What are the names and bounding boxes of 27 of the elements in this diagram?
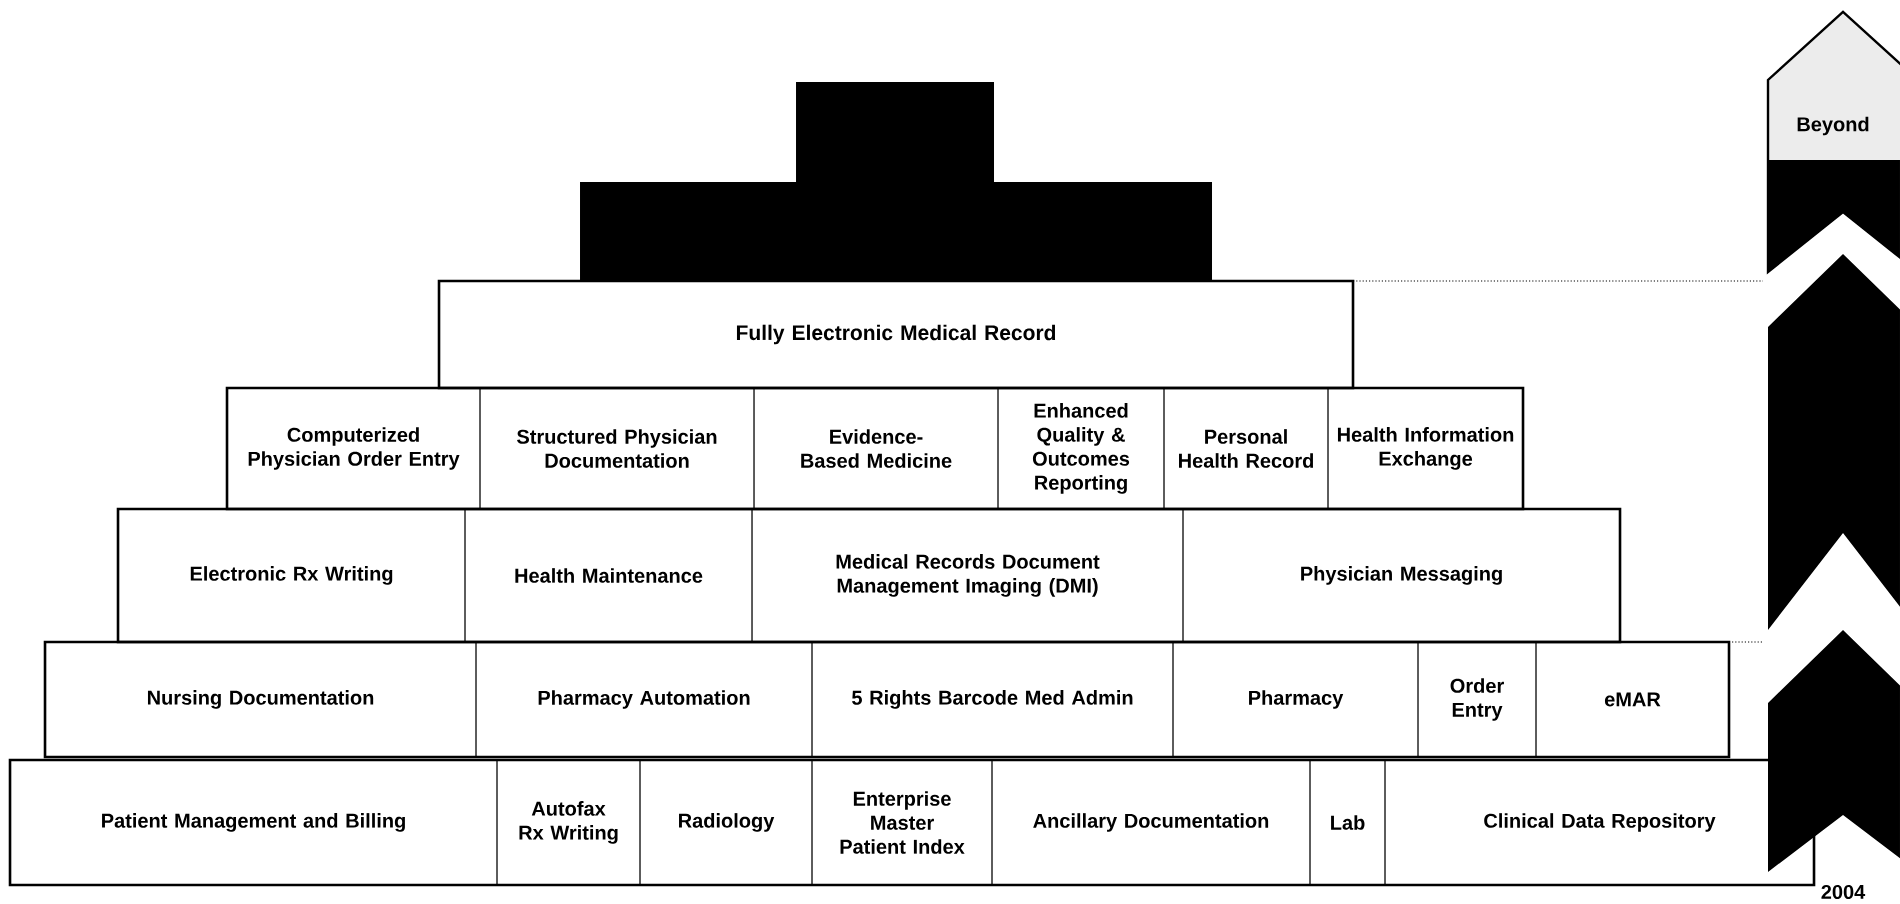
tier-cell: Radiology <box>639 759 813 886</box>
tier-cell: Personal Health Record <box>1163 387 1329 510</box>
tier-cell: Electronic Rx Writing <box>117 508 466 643</box>
tier-cell: Structured Physician Documentation <box>479 387 755 510</box>
tier-cell: Lab <box>1309 759 1386 886</box>
tier-cell: Health Information Exchange <box>1327 387 1524 510</box>
tier-cell: Physician Messaging <box>1182 508 1621 643</box>
tier-label: Beyond <box>1797 116 1869 136</box>
tier-cell: Computerized Physician Order Entry <box>226 387 481 510</box>
tier-label: 2004 <box>1821 884 1866 900</box>
tier-cell: Patient Management and Billing <box>9 759 498 886</box>
tier-cell: 5 Rights Barcode Med Admin <box>811 641 1174 758</box>
tier-cell: Pharmacy <box>1172 641 1419 758</box>
block <box>796 82 994 182</box>
tier-cell: Autofax Rx Writing <box>496 759 641 886</box>
tier-cell: Order Entry <box>1417 641 1537 758</box>
tier-cell: Clinical Data Repository <box>1384 759 1815 886</box>
tier-cell: Nursing Documentation <box>44 641 477 758</box>
tier-cell: Pharmacy Automation <box>475 641 813 758</box>
tier-cell: Evidence-Based Medicine <box>753 387 999 510</box>
tier-cell: Enhanced Quality & Outcomes Reporting <box>997 387 1165 510</box>
tier-cell: eMAR <box>1535 641 1730 758</box>
tier-cell: Fully Electronic Medical Record <box>438 280 1354 389</box>
tier-cell: Medical Records Document Management Imaging (DMI) <box>751 508 1184 643</box>
tier-cell: Health Maintenance <box>464 508 753 643</box>
tier-cell: Ancillary Documentation <box>991 759 1311 886</box>
tier-cell: Enterprise Master Patient Index <box>811 759 993 886</box>
